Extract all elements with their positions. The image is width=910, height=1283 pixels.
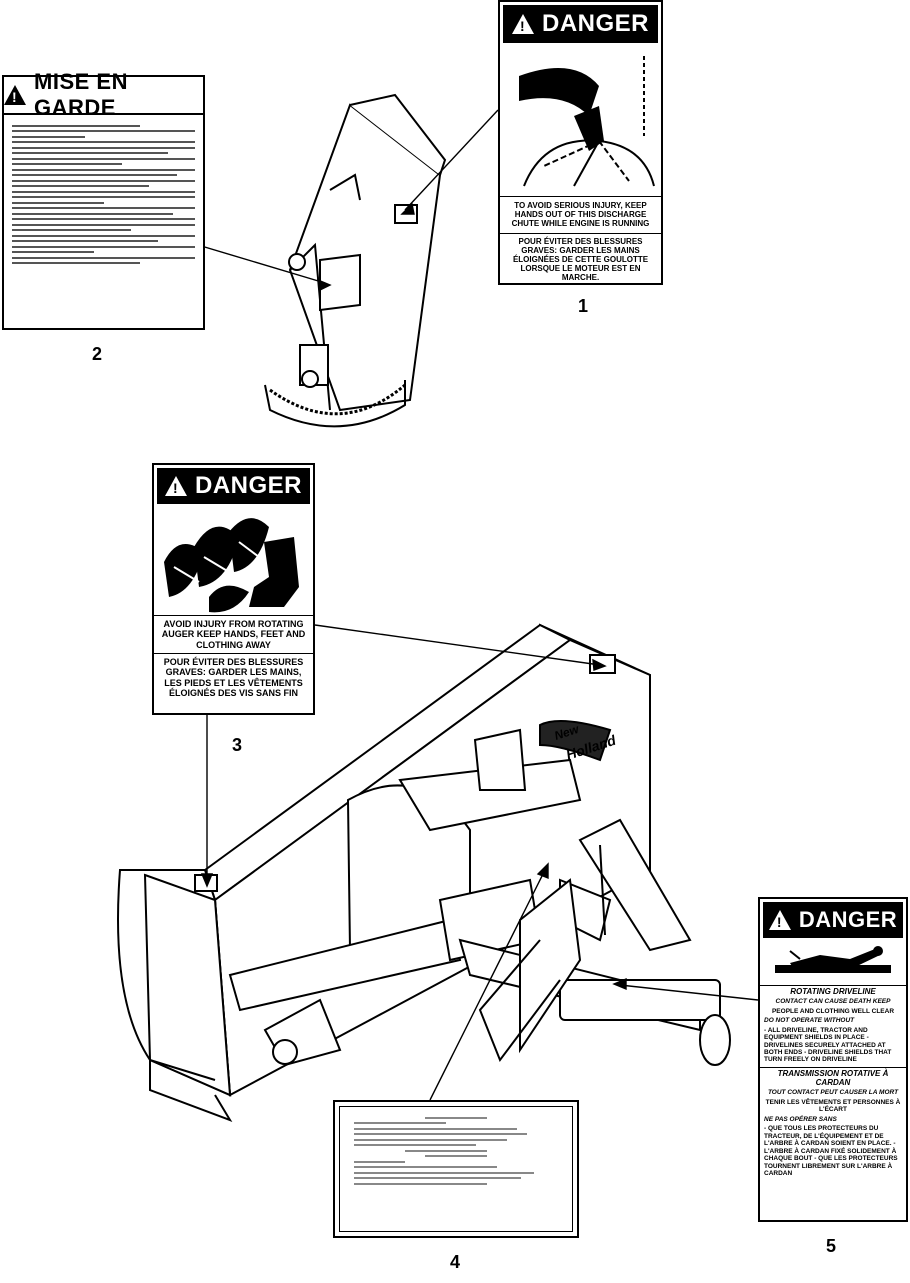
decal-driveline-danger: DANGER ROTATING DRIVELINE CONTACT CAN CA…	[758, 897, 908, 1222]
decal5-people-en: PEOPLE AND CLOTHING WELL CLEAR	[771, 1007, 895, 1015]
decal3-header: DANGER	[157, 468, 310, 504]
decal5-list-en: - ALL DRIVELINE, TRACTOR AND EQUIPMENT S…	[764, 1026, 892, 1064]
decal-instructions	[333, 1100, 579, 1238]
warning-triangle-icon	[164, 476, 187, 496]
decal1-english-text: TO AVOID SERIOUS INJURY, KEEP HANDS OUT …	[511, 201, 650, 229]
decal5-ne-pas-operer: NE PAS OPÉRER SANS	[764, 1115, 837, 1123]
chute-hand-hazard-icon	[504, 46, 657, 196]
decal-auger-danger: DANGER AVOID INJURY FROM ROTATING AUGER …	[152, 463, 315, 715]
decal3-number: 3	[232, 735, 243, 755]
decal1-french-text: POUR ÉVITER DES BLESSURES GRAVES: GARDER…	[512, 236, 649, 283]
decal5-warn-en: CONTACT CAN CAUSE DEATH KEEP	[775, 998, 891, 1006]
warning-triangle-icon	[768, 910, 791, 930]
decal5-title-en: ROTATING DRIVELINE	[790, 987, 876, 996]
decal5-list-fr: - QUE TOUS LES PROTECTEURS DU TRACTEUR, …	[764, 1125, 898, 1177]
decal4-number: 4	[450, 1252, 461, 1272]
decal1-header: DANGER	[503, 5, 658, 43]
decal3-english-text: AVOID INJURY FROM ROTATING AUGER KEEP HA…	[161, 619, 306, 650]
auger-foot-hazard-icon	[154, 507, 313, 615]
decal2-header-text: MISE EN GARDE	[34, 69, 128, 120]
decal2-fine-print	[4, 115, 203, 274]
decal5-keep-fr: TENIR LES VÊTEMENTS ET PERSONNES À L'ÉCA…	[765, 1098, 901, 1114]
decal5-header: DANGER	[763, 902, 903, 938]
decal5-title-fr: TRANSMISSION ROTATIVE À CARDAN	[777, 1068, 889, 1088]
decal2-header: MISE EN GARDE	[4, 69, 203, 120]
decal-mise-en-garde: MISE EN GARDE	[2, 69, 205, 330]
warning-triangle-icon	[4, 85, 26, 105]
decal5-do-not-operate: DO NOT OPERATE WITHOUT	[764, 1017, 855, 1025]
decal4-fine-print	[340, 1107, 572, 1194]
decal1-number: 1	[578, 296, 589, 316]
decal1-header-text: DANGER	[541, 10, 649, 37]
snowblower-drawing	[117, 623, 731, 1122]
discharge-chute-drawing	[264, 93, 447, 428]
decal5-number: 5	[826, 1236, 837, 1256]
decal-chute-danger: DANGER TO AVOID SERIOUS INJURY, KEEP HAN…	[498, 0, 663, 285]
decal5-header-text: DANGER	[798, 907, 898, 932]
decal5-warn-fr: TOUT CONTACT PEUT CAUSER LA MORT	[767, 1089, 899, 1097]
warning-triangle-icon	[511, 14, 534, 34]
decal3-french-text: POUR ÉVITER DES BLESSURES GRAVES: GARDER…	[163, 657, 304, 699]
driveline-entanglement-icon	[760, 941, 906, 985]
decal3-header-text: DANGER	[194, 472, 302, 499]
decal2-number: 2	[92, 344, 103, 364]
leader-lines	[197, 109, 759, 1101]
